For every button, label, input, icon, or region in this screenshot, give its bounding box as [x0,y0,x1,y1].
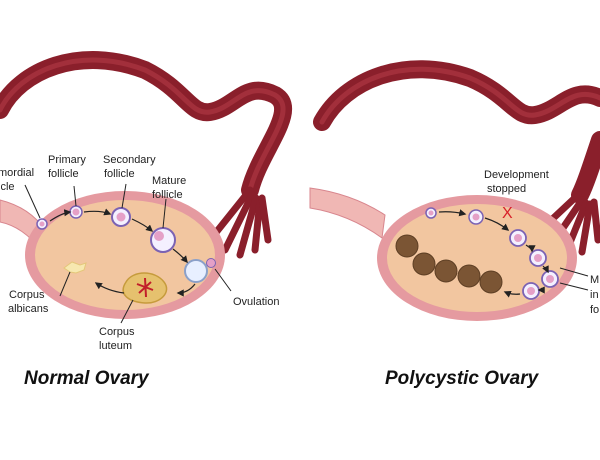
cycle-arrows [438,209,549,298]
primary-follicle [69,205,83,219]
immature-follicle [529,249,547,267]
immature-follicles-label-line1: M [590,274,599,286]
corpus-albicans-label-line2: albicans [8,303,49,315]
cyst [457,264,481,288]
secondary-follicle [111,207,131,227]
cyst [412,252,436,276]
cyst [434,259,458,283]
normal-ovary-title: Normal Ovary [24,368,150,389]
ovulation-label: Ovulation [233,296,279,308]
immature-follicle [541,270,559,288]
primary-follicle-label-line2: follicle [48,168,79,180]
fallopian-tube [0,51,293,199]
normal-leader-lines [24,183,232,324]
primordial-follicle-label-line1: mordial [0,167,34,179]
development-stopped-marker: X [502,205,513,222]
primary-follicle [468,209,484,225]
mature-follicle-label-line1: Mature [152,175,186,187]
mature-follicle-label-line2: follicle [152,189,183,201]
primordial-follicle-label-line2: icle [0,181,15,193]
immature-follicles-label-line2: in [590,289,599,301]
cyst [479,270,503,294]
ovulating-follicle [184,258,216,283]
polycystic-ovary-illustration: X Development stopped M in fo Polycystic… [309,60,600,389]
polycystic-leader-lines [559,267,589,291]
corpus-albicans [63,261,87,274]
development-stopped-label-line2: stopped [487,183,526,195]
cysts [395,234,503,294]
development-stopped-label-line1: Development [484,169,549,181]
ovary-inner [35,200,215,310]
mature-follicle [150,227,176,253]
secondary-follicle-label-line2: follicle [104,168,135,180]
primordial-follicle [36,218,48,230]
secondary-follicle-label-line1: Secondary [103,154,156,166]
corpus-luteum-label-line1: Corpus [99,326,135,338]
primordial-follicle [425,207,437,219]
corpus-luteum-label-line2: luteum [99,340,132,352]
immature-follicle [522,282,540,300]
cyst [395,234,419,258]
primary-follicle-label-line1: Primary [48,154,86,166]
corpus-luteum [122,272,168,304]
immature-follicle [509,229,527,247]
immature-follicles-label-line3: fo [590,304,599,316]
normal-ovary-illustration: mordial icle Primary follicle Secondary … [0,51,293,389]
corpus-albicans-label-line1: Corpus [9,289,45,301]
ovarian-ligament [309,187,386,239]
polycystic-ovary-title: Polycystic Ovary [385,368,540,389]
cycle-arrows [49,208,196,297]
